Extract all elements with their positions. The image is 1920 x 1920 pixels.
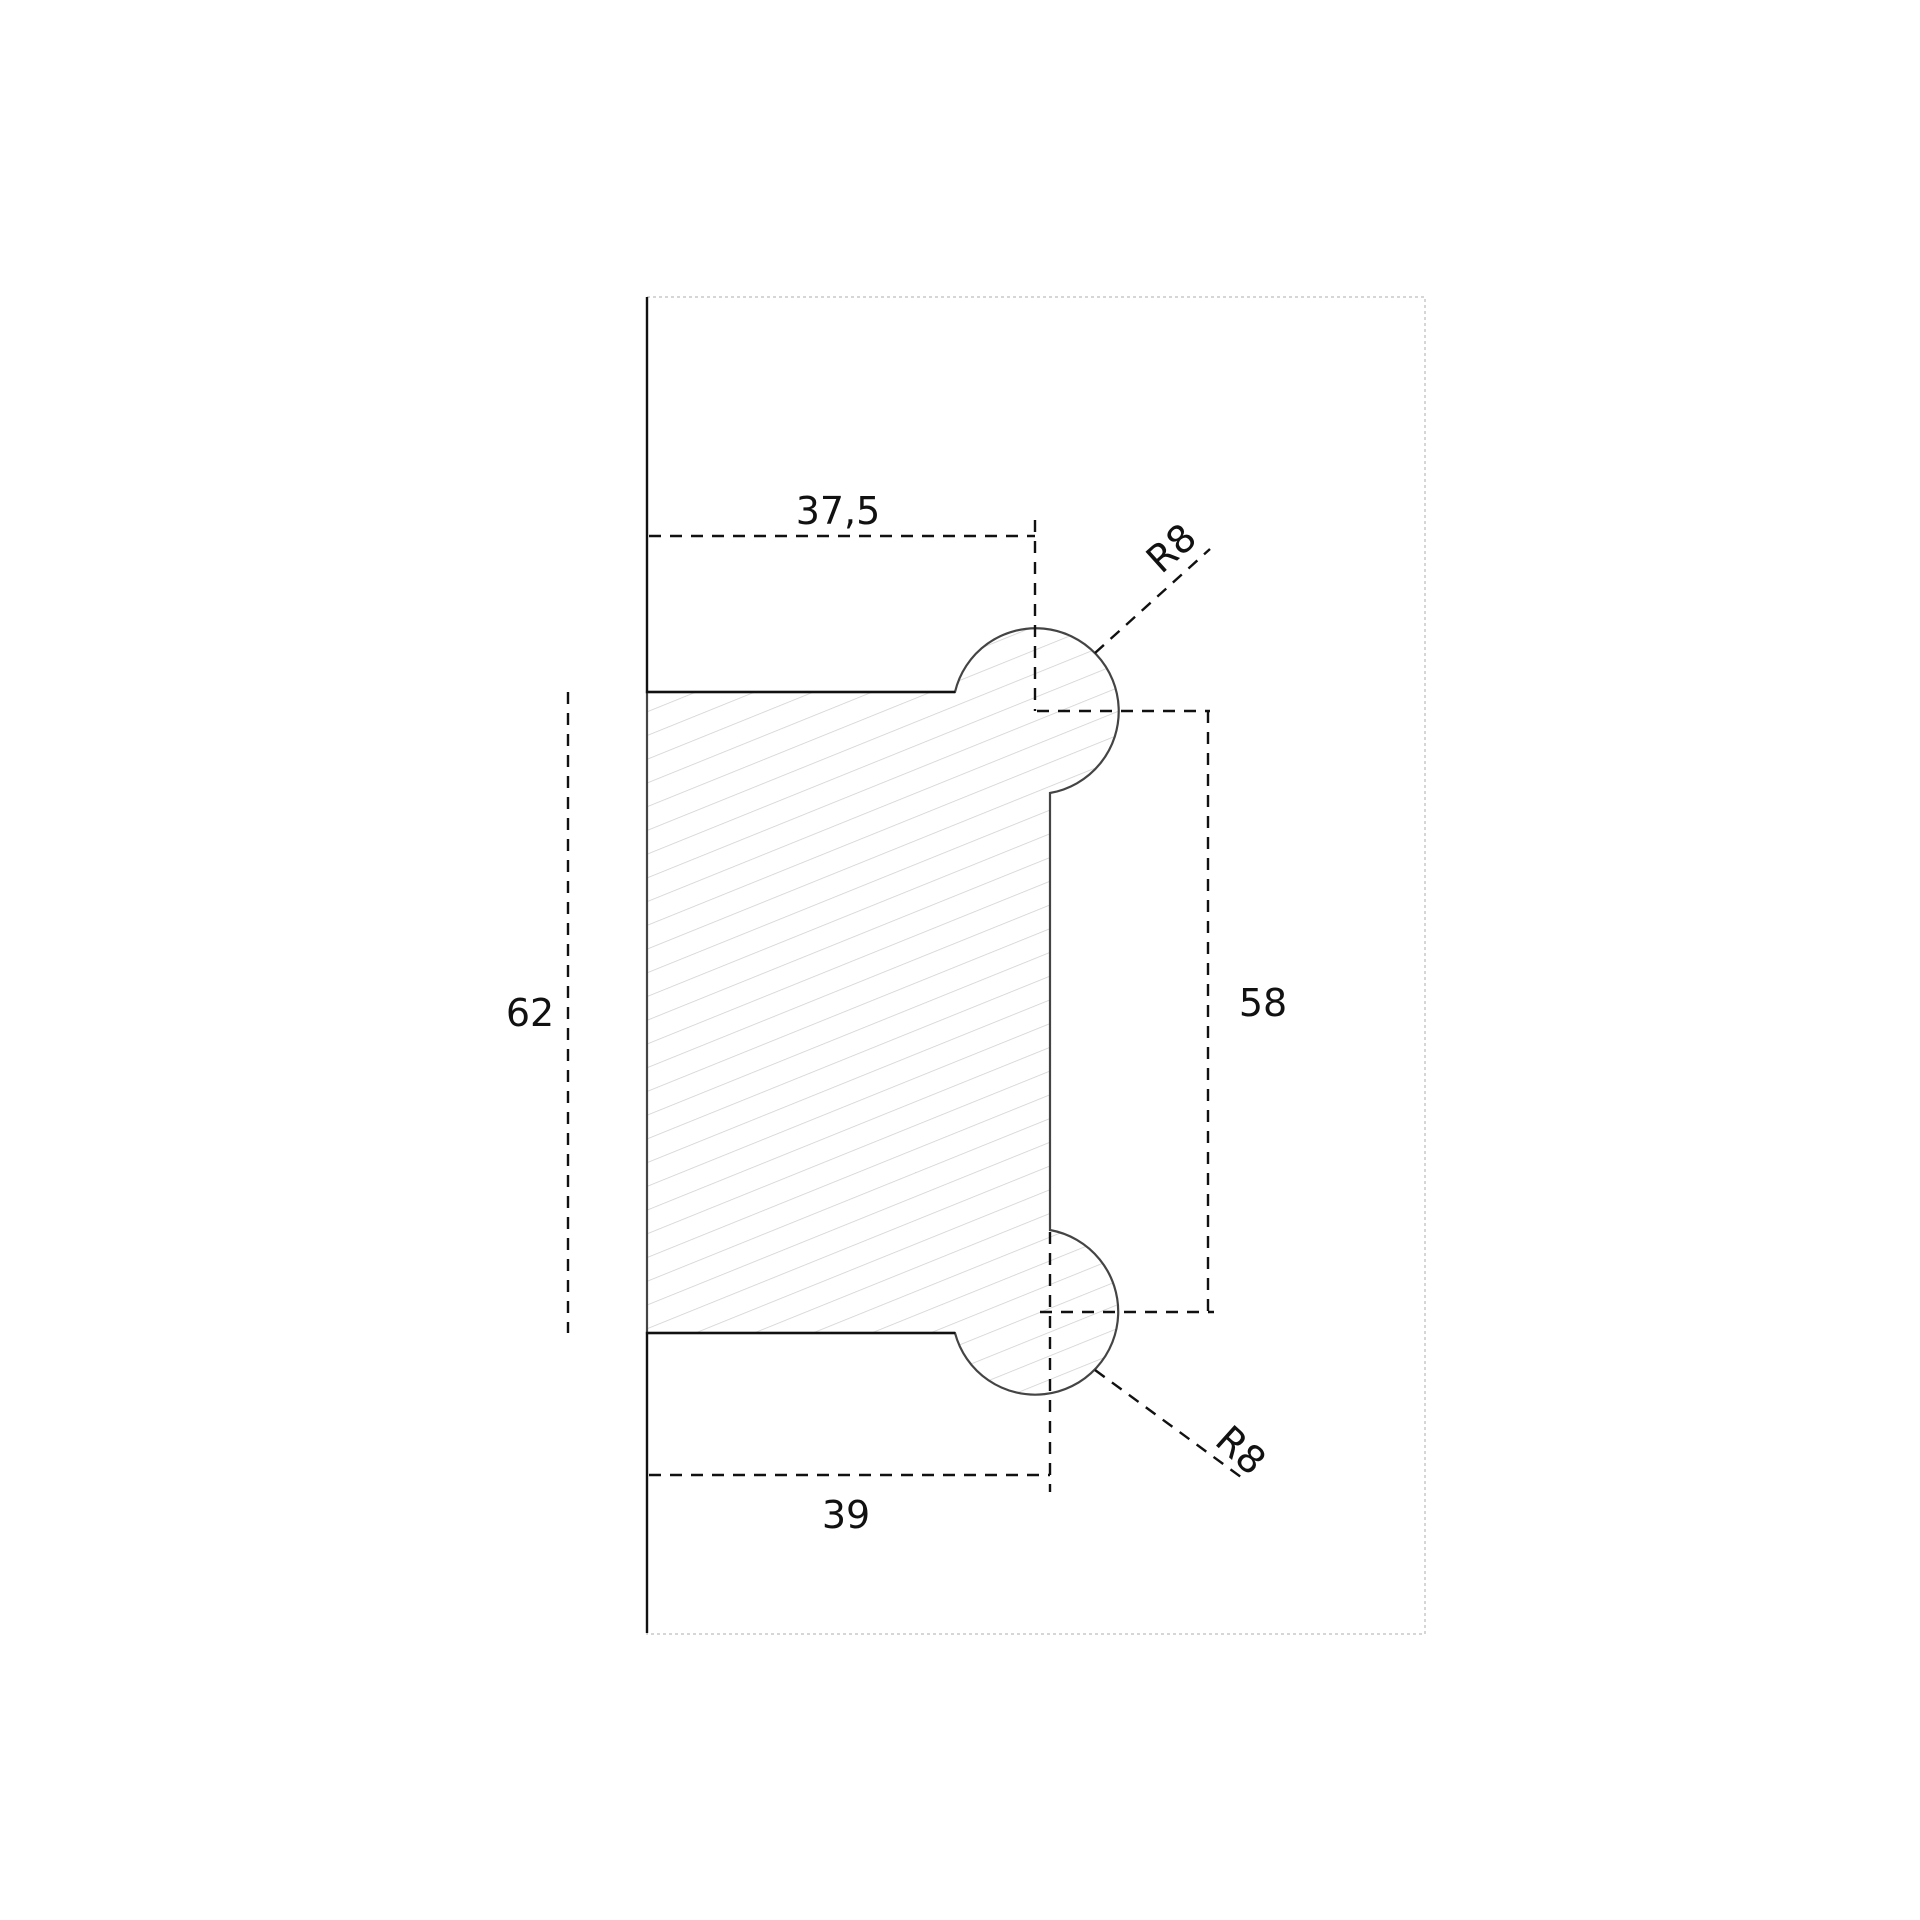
bottom-width-label: 39 xyxy=(822,1493,870,1537)
lower-frame-outline xyxy=(645,1331,955,1633)
hatched-profile-section xyxy=(645,627,1120,1396)
top-radius-label: R8 xyxy=(1138,515,1205,582)
overall-height-label: 62 xyxy=(506,991,554,1035)
bottom-radius-leader xyxy=(1094,1369,1246,1481)
lobe-spacing-label: 58 xyxy=(1239,981,1287,1025)
drawing-boundary xyxy=(646,296,1426,1635)
upper-frame-outline xyxy=(645,297,955,694)
top-width-label: 37,5 xyxy=(796,489,881,533)
top-radius-leader xyxy=(1094,548,1211,654)
bottom-radius-label: R8 xyxy=(1207,1417,1274,1484)
